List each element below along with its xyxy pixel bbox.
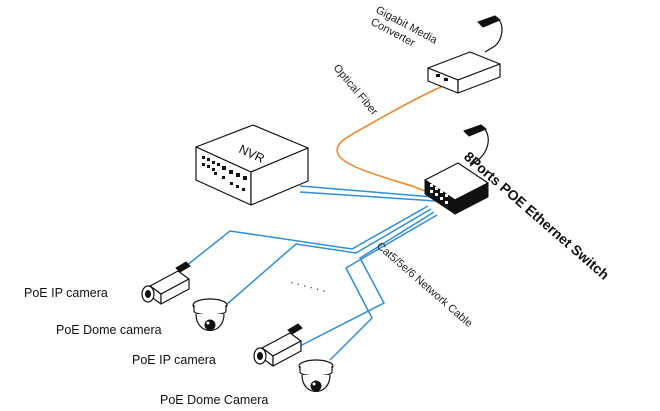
power-adapter-icon bbox=[477, 15, 503, 53]
optical-fiber-cable bbox=[336, 85, 444, 194]
network-cables bbox=[185, 185, 438, 361]
poe-dome-camera-label-1: PoE Dome camera bbox=[56, 323, 162, 337]
poe-dome-camera-label-2: PoE Dome Camera bbox=[160, 393, 268, 407]
power-adapter-icon bbox=[463, 124, 489, 167]
more-devices-dots: . . . . . . bbox=[289, 272, 328, 294]
network-cable-label: Cat5/5e/6 Network Cable bbox=[374, 240, 475, 330]
poe-ip-camera-label-1: PoE IP camera bbox=[24, 286, 108, 300]
dome-camera-icon bbox=[192, 298, 228, 331]
ip-camera-icon bbox=[253, 323, 303, 367]
ip-camera-icon bbox=[141, 261, 191, 305]
optical-fiber-label: Optical Fiber bbox=[331, 62, 380, 118]
media-converter-icon bbox=[427, 51, 501, 94]
poe-switch-icon bbox=[424, 162, 489, 215]
poe-ip-camera-label-2: PoE IP camera bbox=[132, 353, 216, 367]
nvr-icon bbox=[195, 124, 309, 206]
dome-camera-icon bbox=[298, 359, 334, 392]
switch-label: 8Ports POE Ethernet Switch bbox=[461, 148, 612, 283]
